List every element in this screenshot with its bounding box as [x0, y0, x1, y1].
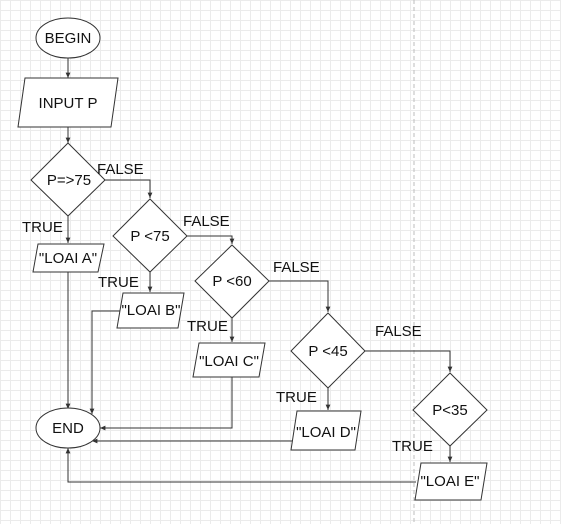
output-loai-a-label: "LOAI A" — [39, 250, 97, 267]
condition-5-label: P<35 — [432, 402, 467, 419]
edge-cond1-false — [105, 179, 153, 198]
output-loai-a-node: "LOAI A" — [32, 243, 105, 273]
edge-label-true: TRUE — [98, 274, 139, 291]
condition-1-node: P=>75 — [30, 142, 106, 217]
decision-shape — [112, 198, 188, 273]
output-loai-d-node: "LOAI D" — [290, 410, 362, 451]
begin-label: BEGIN — [45, 30, 92, 47]
edge-label-true: TRUE — [392, 438, 433, 455]
output-loai-b-node: "LOAI B" — [116, 292, 185, 329]
io-shape — [32, 243, 105, 273]
io-shape — [192, 342, 266, 378]
output-loai-b-label: "LOAI B" — [121, 302, 180, 319]
begin-node: BEGIN — [35, 17, 101, 59]
edge-loaic-end — [100, 377, 233, 431]
io-shape — [17, 77, 119, 128]
condition-1-label: P=>75 — [47, 172, 91, 189]
condition-4-node: P <45 — [290, 312, 366, 389]
edge-label-false: FALSE — [273, 259, 320, 276]
io-shape — [116, 292, 185, 329]
decision-shape — [30, 142, 106, 217]
edge-cond4-false — [365, 350, 453, 372]
edge-loaie-end — [65, 448, 416, 483]
decision-shape — [194, 244, 270, 319]
edge-loaib-end — [89, 310, 120, 414]
edge-cond2-false — [187, 235, 235, 244]
edge-label-false: FALSE — [97, 161, 144, 178]
condition-4-label: P <45 — [308, 343, 347, 360]
edge-label-true: TRUE — [22, 219, 63, 236]
edge-label-group: FALSE TRUE FALSE TRUE FALSE TRUE FALSE T… — [22, 161, 433, 455]
condition-2-label: P <75 — [130, 228, 169, 245]
connector-group — [65, 58, 453, 483]
output-loai-e-label: "LOAI E" — [420, 473, 479, 490]
decision-shape — [412, 372, 488, 447]
io-shape — [290, 410, 362, 451]
edge-label-false: FALSE — [375, 323, 422, 340]
condition-3-label: P <60 — [212, 273, 251, 290]
edge-label-true: TRUE — [187, 318, 228, 335]
end-label: END — [52, 420, 84, 437]
decision-shape — [290, 312, 366, 389]
condition-3-node: P <60 — [194, 244, 270, 319]
edge-cond3-false — [269, 280, 331, 312]
terminator-shape — [35, 17, 101, 59]
input-node: INPUT P — [17, 77, 119, 128]
end-node: END — [35, 407, 101, 449]
output-loai-d-label: "LOAI D" — [296, 424, 356, 441]
edge-label-true: TRUE — [276, 389, 317, 406]
condition-5-node: P<35 — [412, 372, 488, 447]
terminator-shape — [35, 407, 101, 449]
output-loai-e-node: "LOAI E" — [414, 462, 488, 501]
io-shape — [414, 462, 488, 501]
input-label: INPUT P — [39, 95, 98, 112]
output-loai-c-label: "LOAI C" — [199, 353, 259, 370]
output-loai-c-node: "LOAI C" — [192, 342, 266, 378]
condition-2-node: P <75 — [112, 198, 188, 273]
edge-label-false: FALSE — [183, 213, 230, 230]
